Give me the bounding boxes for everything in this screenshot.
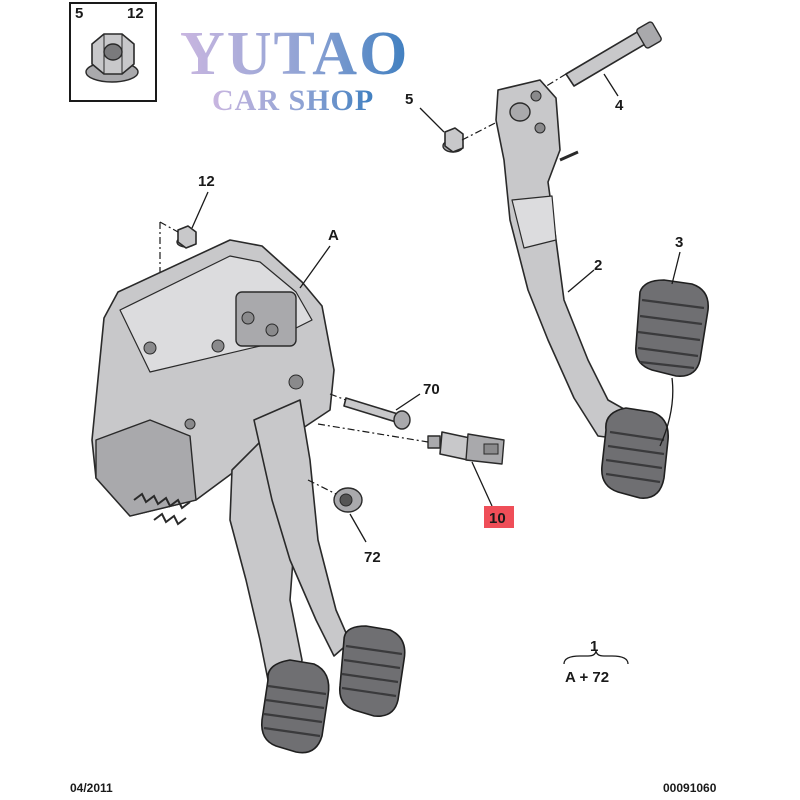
switch-part-10 xyxy=(427,431,505,465)
assembly-brace xyxy=(563,649,629,665)
dash-72 xyxy=(307,479,337,495)
pedal-pad-part-3 xyxy=(635,279,709,377)
grommet-part-72 xyxy=(333,487,363,513)
watermark-title: YUTAO xyxy=(180,20,409,88)
leader-70 xyxy=(395,393,421,411)
callout-10: 10 xyxy=(489,510,506,527)
leader-3 xyxy=(671,251,681,285)
footer-date: 04/2011 xyxy=(70,781,113,795)
leader-A xyxy=(299,245,331,289)
bolt-part-70 xyxy=(343,397,411,430)
callout-12: 12 xyxy=(198,173,215,190)
inset-box: 5 12 xyxy=(69,2,157,102)
leader-5 xyxy=(419,107,445,133)
pedal-box-assembly-part xyxy=(91,239,335,526)
nut-part-5 xyxy=(442,127,464,153)
brake-pedal-arm-part xyxy=(495,79,641,441)
dash-70 xyxy=(329,393,347,401)
nut-part-12 xyxy=(176,225,197,249)
leader-10 xyxy=(471,461,493,507)
footer-ref: 00091060 xyxy=(663,781,717,795)
assembly-brake-pedal-arm xyxy=(253,399,406,717)
assembly-formula: A + 72 xyxy=(565,669,609,686)
callout-3: 3 xyxy=(675,234,683,251)
leader-4 xyxy=(603,73,619,97)
leader-72 xyxy=(349,513,367,543)
brake-pad-on-arm xyxy=(601,407,669,499)
leader-2 xyxy=(567,269,595,293)
pivot-pin-part xyxy=(539,21,662,91)
return-spring xyxy=(133,492,191,526)
callout-70: 70 xyxy=(423,381,440,398)
callout-2: 2 xyxy=(594,257,602,274)
callout-4: 4 xyxy=(615,97,624,114)
watermark-subtitle: CAR SHOP xyxy=(212,84,374,117)
inset-label-right: 12 xyxy=(127,5,144,22)
inset-label-left: 5 xyxy=(75,5,83,22)
callout-72: 72 xyxy=(364,549,381,566)
dash-12b xyxy=(159,221,179,233)
callout-10-highlight xyxy=(484,506,514,528)
callout-A: A xyxy=(328,227,339,244)
assembly-note: 1 A + 72 xyxy=(563,638,629,686)
leader-12 xyxy=(191,191,209,229)
callout-5: 5 xyxy=(405,91,413,108)
flange-nut-icon xyxy=(85,33,139,83)
connector-3 xyxy=(659,377,674,447)
dash-10 xyxy=(317,423,429,443)
watermark: YUTAO CAR SHOP xyxy=(180,20,409,117)
assembly-number: 1 xyxy=(590,638,598,655)
